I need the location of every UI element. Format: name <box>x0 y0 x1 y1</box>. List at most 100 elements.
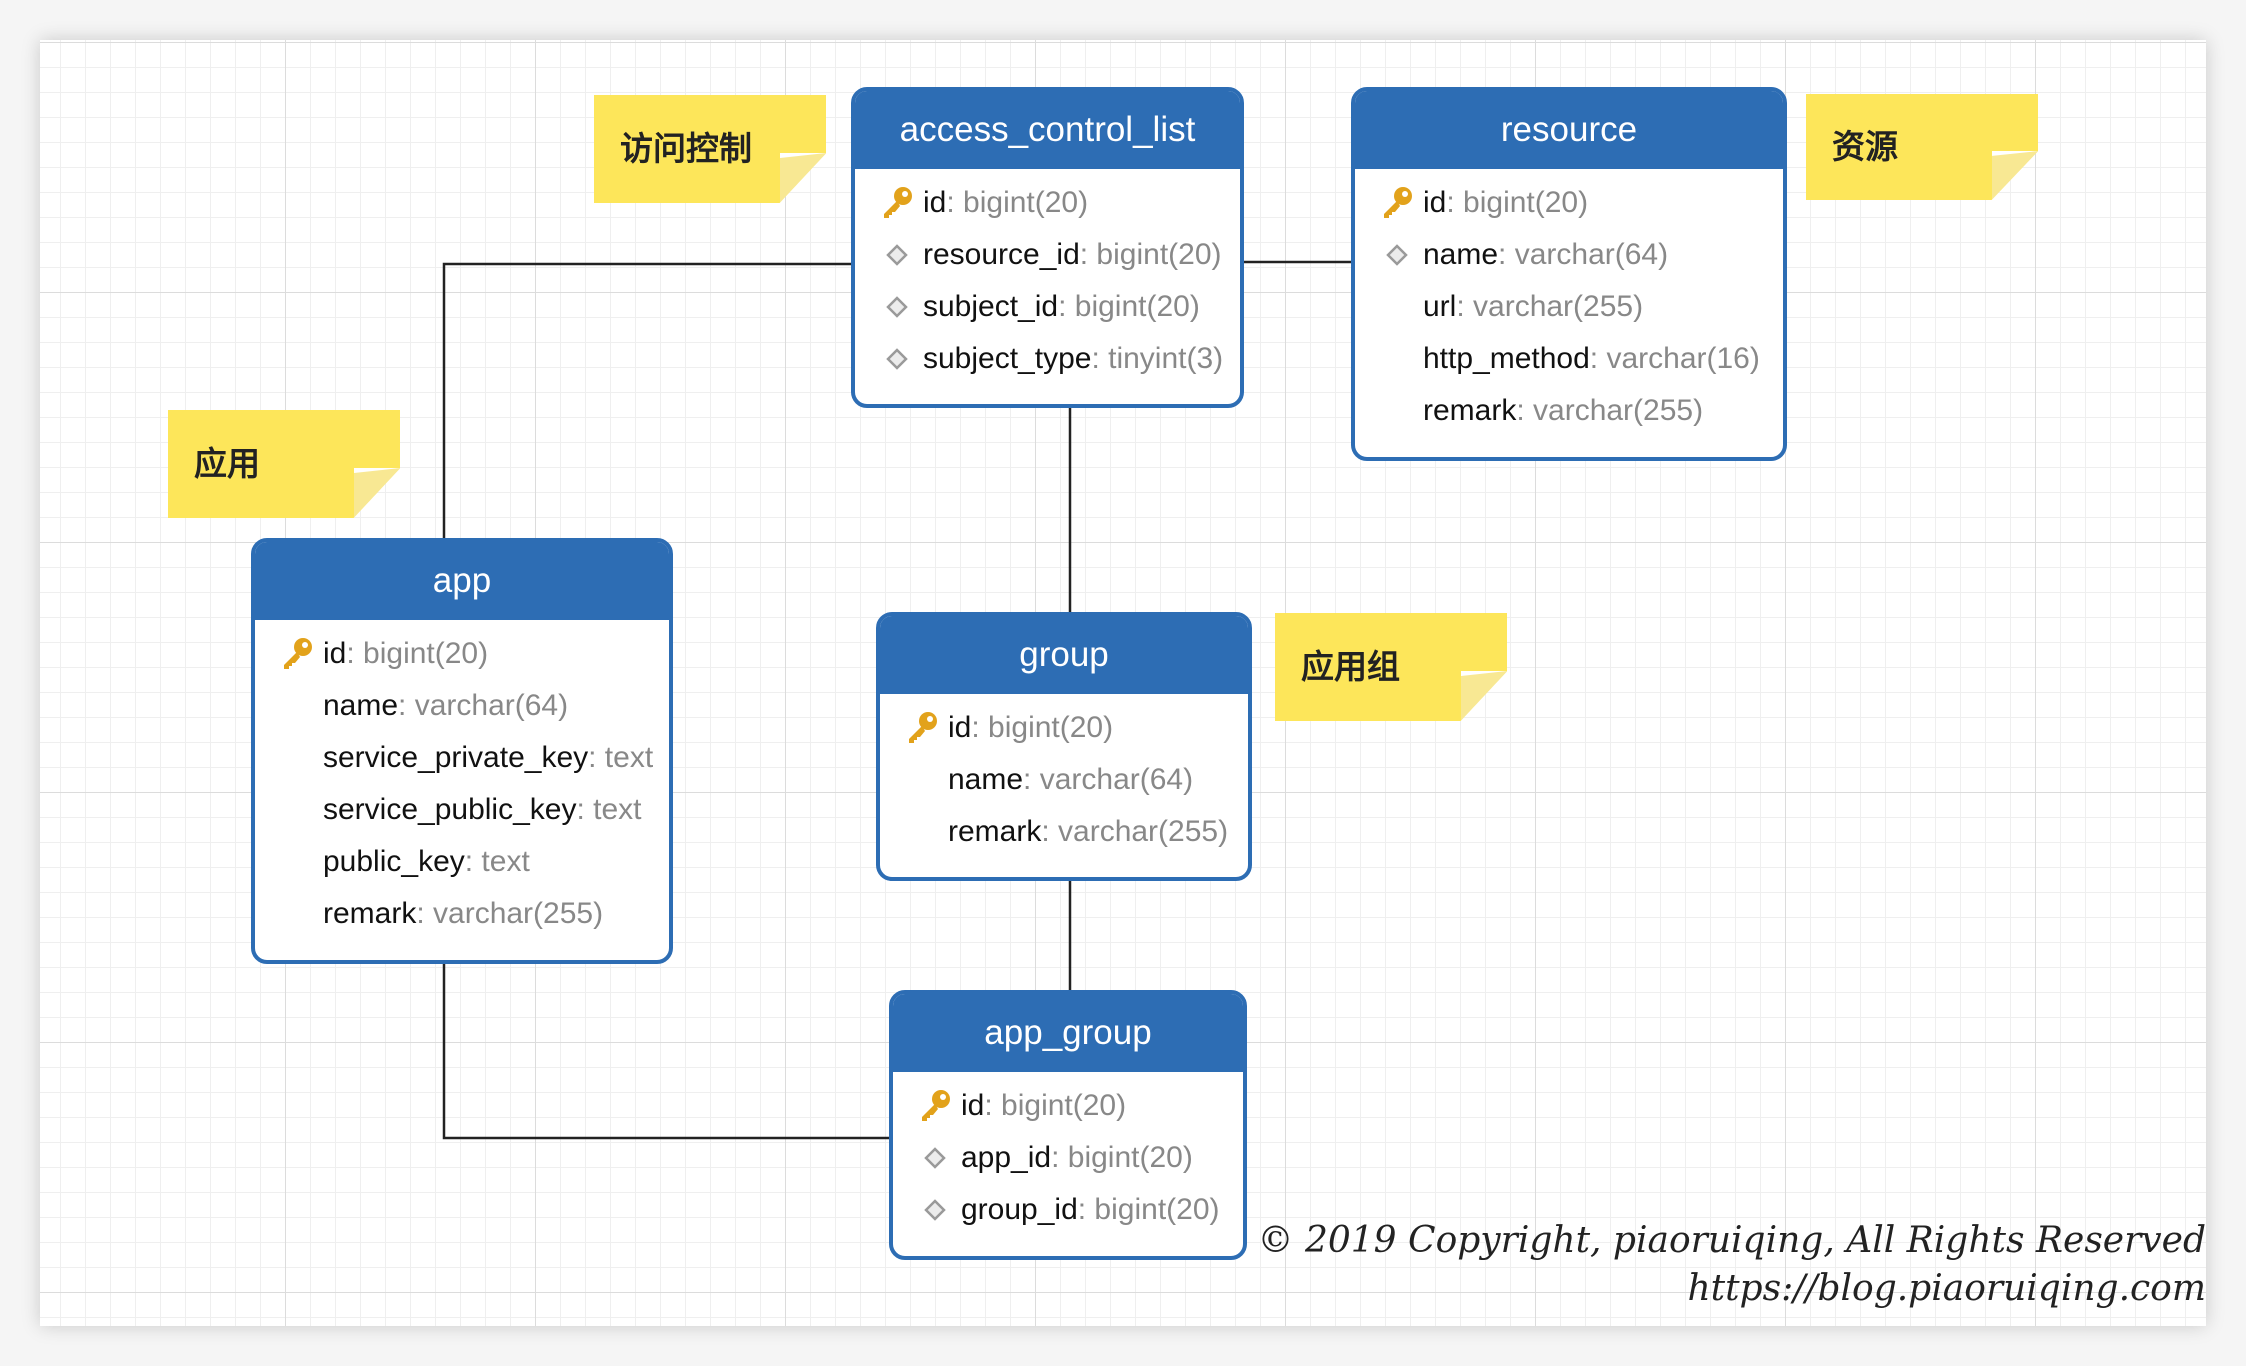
note-label: 应用组 <box>1301 647 1400 686</box>
field-text: service_public_key: text <box>323 784 642 836</box>
field-row[interactable]: id: bigint(20) <box>880 702 1248 754</box>
field-name: id <box>323 637 347 670</box>
field-row[interactable]: service_public_key: text <box>255 784 669 836</box>
field-row[interactable]: id: bigint(20) <box>893 1080 1243 1132</box>
field-type: : bigint(20) <box>971 711 1114 744</box>
field-type: : bigint(20) <box>946 186 1089 219</box>
field-name: id <box>923 186 947 219</box>
note-access-control: 访问控制 <box>594 95 826 203</box>
field-row[interactable]: name: varchar(64) <box>1355 229 1783 281</box>
field-row[interactable]: service_private_key: text <box>255 732 669 784</box>
field-name: name <box>1423 238 1499 271</box>
key-icon <box>922 1090 950 1121</box>
field-text: remark: varchar(255) <box>948 806 1228 858</box>
key-icon <box>1384 187 1412 218</box>
field-text: id: bigint(20) <box>948 702 1113 754</box>
note-label: 访问控制 <box>620 129 752 168</box>
field-row[interactable]: public_key: text <box>255 836 669 888</box>
field-type: : bigint(20) <box>984 1089 1127 1122</box>
note-label: 应用 <box>194 444 260 483</box>
field-name: name <box>948 763 1024 796</box>
field-text: subject_type: tinyint(3) <box>923 333 1223 385</box>
field-row[interactable]: id: bigint(20) <box>1355 177 1783 229</box>
field-type: : varchar(255) <box>1041 815 1229 848</box>
field-type: : text <box>464 845 530 878</box>
note-resource: 资源 <box>1806 94 2038 200</box>
field-row[interactable]: name: varchar(64) <box>880 754 1248 806</box>
field-row[interactable]: remark: varchar(255) <box>880 806 1248 858</box>
field-text: name: varchar(64) <box>323 680 568 732</box>
field-type: : bigint(20) <box>1446 186 1589 219</box>
key-icon <box>884 187 912 218</box>
field-name: remark <box>323 897 417 930</box>
field-name: service_public_key <box>323 793 577 826</box>
diamond-icon <box>924 1147 946 1169</box>
field-type: : tinyint(3) <box>1091 342 1224 375</box>
field-text: name: varchar(64) <box>1423 229 1668 281</box>
field-type: : bigint(20) <box>346 637 489 670</box>
field-row[interactable]: subject_type: tinyint(3) <box>855 333 1240 385</box>
field-name: app_id <box>961 1141 1052 1174</box>
field-text: public_key: text <box>323 836 530 888</box>
field-row[interactable]: resource_id: bigint(20) <box>855 229 1240 281</box>
diamond-icon <box>924 1199 946 1221</box>
field-type: : varchar(64) <box>398 689 569 722</box>
field-row[interactable]: subject_id: bigint(20) <box>855 281 1240 333</box>
field-name: id <box>1423 186 1447 219</box>
diamond-icon <box>886 296 908 318</box>
note-label: 资源 <box>1832 127 1898 166</box>
copyright-line: © 2019 Copyright, piaoruiqing, All Right… <box>1257 1220 2206 1261</box>
diamond-icon <box>1386 244 1408 266</box>
note-group: 应用组 <box>1275 613 1507 721</box>
diamond-icon <box>886 244 908 266</box>
field-name: service_private_key <box>323 741 589 774</box>
key-icon <box>909 712 937 743</box>
field-row[interactable]: group_id: bigint(20) <box>893 1184 1243 1236</box>
field-name: name <box>323 689 399 722</box>
field-name: id <box>961 1089 985 1122</box>
entity-title: resource <box>1355 91 1783 169</box>
entity-title: app_group <box>893 994 1243 1072</box>
field-text: app_id: bigint(20) <box>961 1132 1193 1184</box>
field-type: : varchar(16) <box>1589 342 1760 375</box>
field-name: http_method <box>1423 342 1590 375</box>
field-text: name: varchar(64) <box>948 754 1193 806</box>
field-row[interactable]: name: varchar(64) <box>255 680 669 732</box>
field-type: : varchar(64) <box>1498 238 1669 271</box>
field-text: service_private_key: text <box>323 732 653 784</box>
field-row[interactable]: http_method: varchar(16) <box>1355 333 1783 385</box>
field-name: subject_type <box>923 342 1092 375</box>
field-type: : bigint(20) <box>1079 238 1222 271</box>
field-name: public_key <box>323 845 465 878</box>
field-text: remark: varchar(255) <box>323 888 603 940</box>
field-text: remark: varchar(255) <box>1423 385 1703 437</box>
field-text: http_method: varchar(16) <box>1423 333 1760 385</box>
field-text: id: bigint(20) <box>1423 177 1588 229</box>
field-type: : bigint(20) <box>1058 290 1200 323</box>
field-name: remark <box>948 815 1042 848</box>
note-app: 应用 <box>168 410 400 518</box>
field-row[interactable]: remark: varchar(255) <box>1355 385 1783 437</box>
field-row[interactable]: url: varchar(255) <box>1355 281 1783 333</box>
field-row[interactable]: remark: varchar(255) <box>255 888 669 940</box>
field-row[interactable]: app_id: bigint(20) <box>893 1132 1243 1184</box>
entity-title: app <box>255 542 669 620</box>
field-text: subject_id: bigint(20) <box>923 281 1200 333</box>
field-type: : varchar(255) <box>1456 290 1644 323</box>
field-text: id: bigint(20) <box>961 1080 1126 1132</box>
entity-title: access_control_list <box>855 91 1240 169</box>
field-name: group_id <box>961 1193 1078 1226</box>
field-text: id: bigint(20) <box>923 177 1088 229</box>
diamond-icon <box>886 348 908 370</box>
field-type: : varchar(255) <box>1516 394 1704 427</box>
field-text: group_id: bigint(20) <box>961 1184 1220 1236</box>
field-type: : varchar(255) <box>416 897 604 930</box>
field-row[interactable]: id: bigint(20) <box>255 628 669 680</box>
copyright-url: https://blog.piaoruiqing.com <box>1687 1268 2206 1309</box>
field-row[interactable]: id: bigint(20) <box>855 177 1240 229</box>
